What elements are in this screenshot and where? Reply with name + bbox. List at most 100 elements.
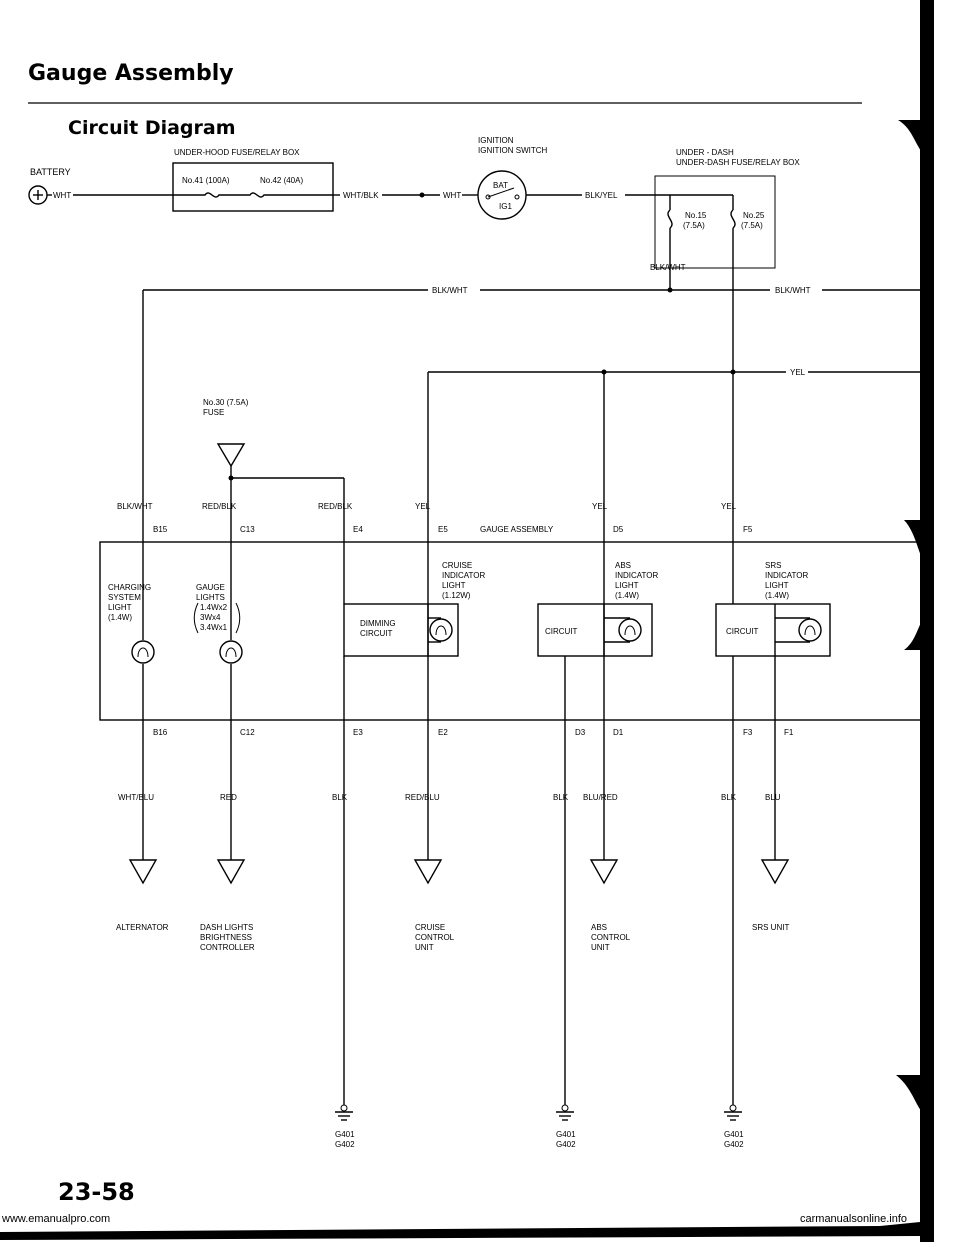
- charging-light-label-2: SYSTEM: [108, 593, 141, 602]
- page-title: Gauge Assembly: [28, 61, 234, 86]
- wire-blk-wht-b: BLK/WHT: [432, 286, 468, 295]
- charging-light-label-1: CHARGING: [108, 583, 151, 592]
- wire-blk-2: BLK: [553, 793, 569, 802]
- wire-wht-2: WHT: [443, 191, 461, 200]
- charging-light-label-4: (1.4W): [108, 613, 132, 622]
- pin-b15: B15: [153, 525, 168, 534]
- wire-blk-wht-c: BLK/WHT: [775, 286, 811, 295]
- underhood-box-label: UNDER-HOOD FUSE/RELAY BOX: [174, 148, 300, 157]
- fuse-30-arrow: [216, 443, 246, 468]
- fuse-15-label: No.15: [685, 211, 707, 220]
- ground-symbol-2: [556, 1104, 574, 1121]
- gauge-lights-label-4: 3Wx4: [200, 613, 221, 622]
- wire-red-blu: RED/BLU: [405, 793, 440, 802]
- srs-indicator-label-3: LIGHT: [765, 581, 789, 590]
- fuse-25-label: No.25: [743, 211, 765, 220]
- wire-blk-wht-a: BLK/WHT: [650, 263, 686, 272]
- cruise-indicator-label-1: CRUISE: [442, 561, 472, 570]
- ignition-bat: BAT: [493, 181, 508, 190]
- gauge-lights-label-5: 3.4Wx1: [200, 623, 228, 632]
- diagram-subtitle: Circuit Diagram: [68, 117, 236, 139]
- abs-circuit-box: [537, 603, 653, 657]
- pin-f1: F1: [784, 728, 794, 737]
- fuse-30-caption: FUSE: [203, 408, 224, 417]
- pin-f3: F3: [743, 728, 753, 737]
- pin-e4: E4: [353, 525, 363, 534]
- dash-lights-arrow: [216, 859, 246, 885]
- cruise-unit-label-2: CONTROL: [415, 933, 455, 942]
- alternator-label: ALTERNATOR: [116, 923, 169, 932]
- dimming-circuit-label-2: CIRCUIT: [360, 629, 393, 638]
- ground-symbol-3: [724, 1104, 742, 1121]
- pin-e2: E2: [438, 728, 448, 737]
- pin-d3: D3: [575, 728, 586, 737]
- abs-circuit-label: CIRCUIT: [545, 627, 578, 636]
- cruise-indicator-label-2: INDICATOR: [442, 571, 485, 580]
- wire-yel-3: YEL: [721, 502, 737, 511]
- footer-url[interactable]: www.emanualpro.com: [1, 1213, 110, 1225]
- abs-indicator-label-3: LIGHT: [615, 581, 639, 590]
- wire-red-blk-2: RED/BLK: [318, 502, 353, 511]
- ignition-switch-label: IGNITION SWITCH: [478, 146, 548, 155]
- cruise-unit-label-3: UNIT: [415, 943, 434, 952]
- srs-unit-label: SRS UNIT: [752, 923, 789, 932]
- ground-symbol-1: [335, 1104, 353, 1121]
- wire-wht-blk: WHT/BLK: [343, 191, 379, 200]
- wire-red-blk-1: RED/BLK: [202, 502, 237, 511]
- gauge-assembly-label: GAUGE ASSEMBLY: [480, 525, 554, 534]
- underdash-fuse-box: [654, 175, 776, 269]
- wire-yel-2: YEL: [592, 502, 608, 511]
- wire-wht-blu: WHT/BLU: [118, 793, 154, 802]
- abs-lamp-symbol: [618, 618, 642, 642]
- underhood-fuse-box: [172, 162, 334, 212]
- pin-d1: D1: [613, 728, 624, 737]
- dash-lights-label-1: DASH LIGHTS: [200, 923, 253, 932]
- wire-blu: BLU: [765, 793, 781, 802]
- charging-lamp-symbol: [131, 640, 155, 664]
- fuse-41-42-symbol: [178, 192, 333, 198]
- wire-red: RED: [220, 793, 237, 802]
- srs-circuit-label: CIRCUIT: [726, 627, 759, 636]
- ignition-ig1: IG1: [499, 202, 512, 211]
- charging-light-label-3: LIGHT: [108, 603, 132, 612]
- ground-3-b: G402: [724, 1140, 744, 1149]
- dash-lights-label-2: BRIGHTNESS: [200, 933, 252, 942]
- cruise-indicator-label-4: (1.12W): [442, 591, 471, 600]
- cruise-control-arrow: [413, 859, 443, 885]
- ignition-switch-label-1: IGNITION: [478, 136, 514, 145]
- gauge-lights-label-1: GAUGE: [196, 583, 225, 592]
- gauge-lights-lamp-symbol: [219, 640, 243, 664]
- srs-indicator-label-1: SRS: [765, 561, 781, 570]
- fuse-42-label: No.42 (40A): [260, 176, 303, 185]
- abs-indicator-label-4: (1.4W): [615, 591, 639, 600]
- ground-1-a: G401: [335, 1130, 355, 1139]
- wire-blk-wht-b15: BLK/WHT: [117, 502, 153, 511]
- srs-indicator-label-4: (1.4W): [765, 591, 789, 600]
- fuse-41-label: No.41 (100A): [182, 176, 230, 185]
- dash-lights-label-3: CONTROLLER: [200, 943, 255, 952]
- cruise-lamp-symbol: [429, 618, 453, 642]
- fuse-30-label: No.30 (7.5A): [203, 398, 249, 407]
- ignition-switch-symbol: [477, 170, 527, 220]
- fuse-25-rating: (7.5A): [741, 221, 763, 230]
- ground-2-a: G401: [556, 1130, 576, 1139]
- wire-wht-1: WHT: [53, 191, 71, 200]
- wire-blk-yel: BLK/YEL: [585, 191, 618, 200]
- abs-unit-label-2: CONTROL: [591, 933, 631, 942]
- pin-f5: F5: [743, 525, 753, 534]
- wire-blk-3: BLK: [721, 793, 737, 802]
- cruise-unit-label-1: CRUISE: [415, 923, 445, 932]
- fuse-15-symbol: [667, 209, 673, 229]
- abs-unit-label-1: ABS: [591, 923, 607, 932]
- wire-yel-bus: YEL: [790, 368, 806, 377]
- wire-blu-red: BLU/RED: [583, 793, 618, 802]
- abs-unit-label-3: UNIT: [591, 943, 610, 952]
- abs-indicator-label-2: INDICATOR: [615, 571, 658, 580]
- dimming-circuit-box: [343, 603, 459, 657]
- battery-label: BATTERY: [30, 167, 71, 177]
- srs-unit-arrow: [760, 859, 790, 885]
- underdash-box-label-2: UNDER-DASH FUSE/RELAY BOX: [676, 158, 800, 167]
- srs-lamp-symbol: [798, 618, 822, 642]
